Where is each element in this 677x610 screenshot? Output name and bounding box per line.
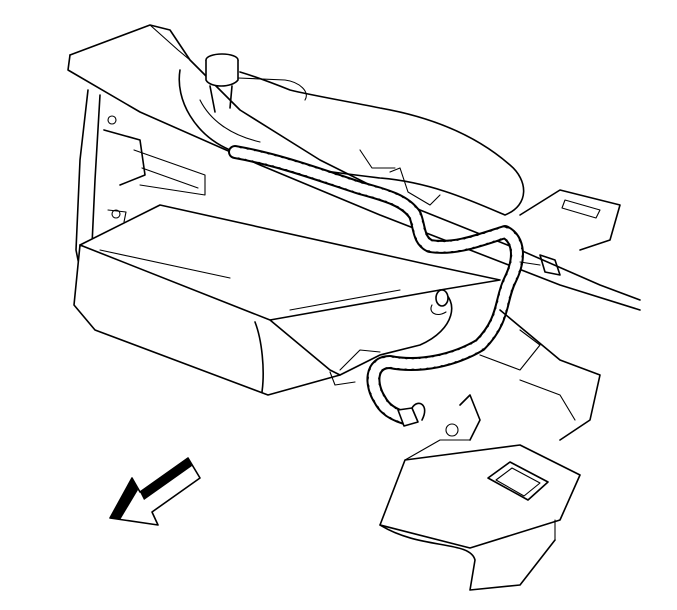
- air-cleaner-housing-icon: [73, 204, 501, 396]
- wiring-harness-conduit-icon: [228, 145, 524, 427]
- washer-reservoir-cap-icon: [205, 53, 239, 113]
- radiator-support-panel-icon: [67, 24, 641, 311]
- frame-rail-bracket-icon: [329, 189, 621, 591]
- front-direction-arrow-icon: [109, 457, 201, 526]
